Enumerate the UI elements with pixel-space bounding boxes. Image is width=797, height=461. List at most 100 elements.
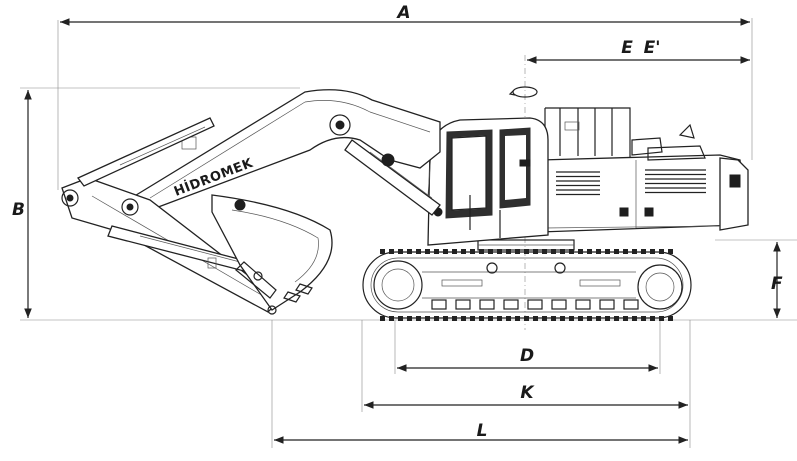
track-shoe [641, 249, 646, 254]
track-shoe [650, 316, 655, 321]
dimension-label-b: B [12, 200, 25, 220]
track-shoe [407, 249, 412, 254]
swing-rotation-icon [508, 86, 538, 98]
track-shoe [425, 316, 430, 321]
track-shoe [416, 249, 421, 254]
track-shoe [515, 316, 520, 321]
dimension-label-l: L [477, 421, 488, 441]
track-roller [527, 299, 543, 310]
dimension-e: E E' [527, 38, 750, 64]
track-shoe [569, 316, 574, 321]
dimension-label-k: K [520, 383, 535, 403]
track-shoe [380, 316, 385, 321]
track-shoe [551, 316, 556, 321]
track-shoe [425, 249, 430, 254]
track-shoe [524, 249, 529, 254]
swing-bearing [477, 239, 575, 251]
handrails [544, 107, 706, 161]
track-shoe [569, 249, 574, 254]
track-shoe [542, 316, 547, 321]
track-roller [599, 299, 615, 310]
sprocket-wheel [637, 264, 683, 310]
track-shoe [587, 249, 592, 254]
track-shoe [587, 316, 592, 321]
dimension-b: B [12, 90, 32, 318]
track-shoe [488, 249, 493, 254]
track-shoe [506, 249, 511, 254]
dimension-a: A [59, 3, 750, 26]
track-shoe [605, 249, 610, 254]
counterweight-and-engine [539, 154, 749, 233]
track-shoe [488, 316, 493, 321]
track-shoe [560, 249, 565, 254]
dimension-label-e-prime: E' [644, 38, 661, 58]
track-shoe [560, 316, 565, 321]
track-shoe [443, 249, 448, 254]
track-shoe [479, 249, 484, 254]
track-shoe [515, 249, 520, 254]
track-shoe [578, 249, 583, 254]
track-shoe [452, 316, 457, 321]
track-shoe [632, 316, 637, 321]
track-shoe [443, 316, 448, 321]
dimension-label-f: F [771, 274, 783, 294]
track-shoe [533, 316, 538, 321]
track-shoe [497, 316, 502, 321]
boom-cylinder [344, 139, 441, 216]
operator-cab [427, 117, 549, 246]
track-roller [575, 299, 591, 310]
track-shoe [614, 249, 619, 254]
track-roller [455, 299, 471, 310]
track-shoe [578, 316, 583, 321]
track-shoe [398, 249, 403, 254]
track-shoe [470, 249, 475, 254]
track-shoe [641, 316, 646, 321]
track-shoe [650, 249, 655, 254]
track-shoe [632, 249, 637, 254]
dimension-label-a: A [395, 3, 410, 23]
track-shoe [434, 249, 439, 254]
dimension-f: F [771, 242, 783, 318]
track-shoe [659, 249, 664, 254]
track-shoe [398, 316, 403, 321]
track-shoe [470, 316, 475, 321]
boom-pin [329, 114, 351, 136]
track-shoe [479, 316, 484, 321]
track-shoe [461, 316, 466, 321]
track-roller [623, 299, 639, 310]
boom: HİDROMEK [126, 89, 441, 213]
track-shoe [542, 249, 547, 254]
dimension-l: L [274, 421, 688, 444]
arm-cylinder [76, 117, 215, 187]
track-shoe [407, 316, 412, 321]
track-shoe [533, 249, 538, 254]
track-shoe [416, 316, 421, 321]
dimension-label-d: D [520, 346, 534, 366]
bucket-tip-pin [267, 305, 277, 315]
track-shoe [506, 316, 511, 321]
track-shoe [461, 249, 466, 254]
track-shoe [452, 249, 457, 254]
track-shoe [668, 316, 673, 321]
track-roller [479, 299, 495, 310]
dimension-d: D [397, 346, 658, 372]
track-roller [551, 299, 567, 310]
track-shoe [380, 249, 385, 254]
track-shoe [668, 249, 673, 254]
track-shoe [605, 316, 610, 321]
track-shoe [434, 316, 439, 321]
track-roller [503, 299, 519, 310]
track-roller [431, 299, 447, 310]
dimension-k: K [364, 383, 688, 409]
track-shoe [623, 249, 628, 254]
track-shoe [551, 249, 556, 254]
track-shoe [389, 316, 394, 321]
crawler-track [362, 249, 692, 321]
track-shoe [497, 249, 502, 254]
track-shoe [596, 316, 601, 321]
track-shoe [614, 316, 619, 321]
track-shoe [389, 249, 394, 254]
bucket [211, 194, 333, 315]
track-shoe [623, 316, 628, 321]
